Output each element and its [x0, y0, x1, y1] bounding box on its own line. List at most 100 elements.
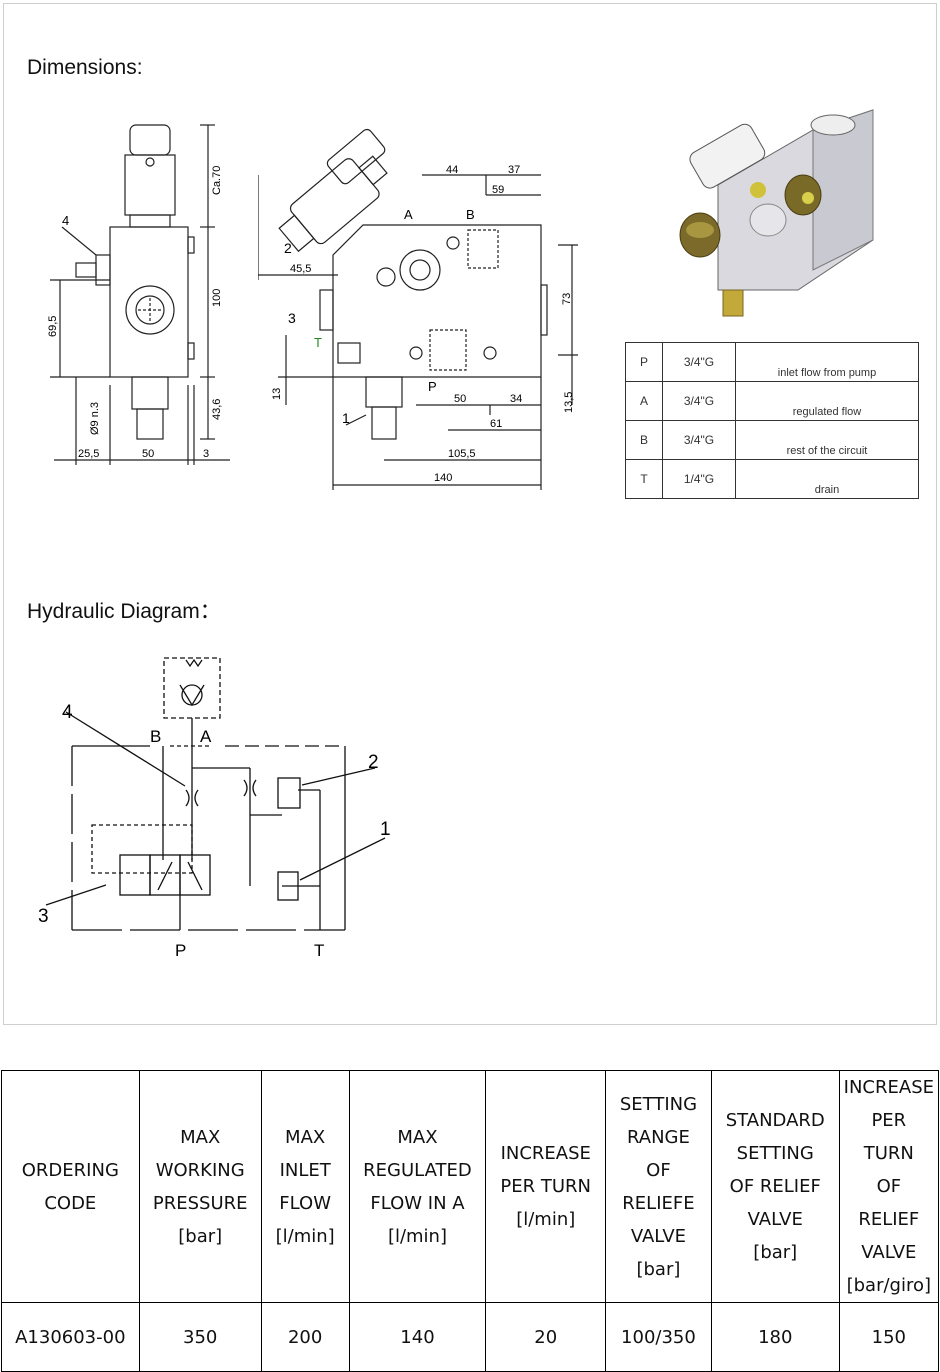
side-label-3: 3 — [203, 448, 209, 460]
dimensions-heading: Dimensions: — [27, 56, 143, 79]
side-label-4: 4 — [62, 213, 69, 228]
hyd-label-4: 4 — [62, 702, 73, 723]
port-description: inlet flow from pump — [735, 342, 919, 382]
header-line: MAX — [397, 1126, 438, 1148]
header-line: [l/min] — [387, 1225, 447, 1247]
header-line: ORDERING — [21, 1159, 119, 1181]
header-line: MAX — [180, 1126, 221, 1148]
header-relief-increase-per-turn: INCREASE PER TURN OF RELIEF VALVE [bar/g… — [838, 1070, 940, 1303]
hyd-label-B: B — [150, 727, 161, 746]
header-ordering-code: ORDERING CODE — [1, 1070, 140, 1303]
side-label-69-5: 69,5 — [47, 316, 59, 337]
header-line: INCREASE — [843, 1077, 934, 1098]
header-max-working-pressure: MAX WORKING PRESSURE [bar] — [138, 1070, 262, 1303]
side-view-drawing: 4 Ca.70 100 69,5 Ø9 n.3 43,6 25,5 50 3 — [47, 124, 230, 465]
header-line: OF — [646, 1159, 671, 1181]
spec-data-row: A130603-00 350 200 140 20 100/350 180 15… — [1, 1302, 940, 1372]
spec-header-row: ORDERING CODE MAX WORKING PRESSURE [bar]… — [1, 1070, 940, 1303]
header-line: PER TURN — [500, 1176, 592, 1197]
port-size: 1/4"G — [662, 459, 736, 499]
header-line: [bar/giro] — [846, 1275, 932, 1296]
header-max-regulated-flow: MAX REGULATED FLOW IN A [l/min] — [348, 1070, 487, 1303]
header-line: CODE — [44, 1192, 97, 1214]
front-label-2: 2 — [284, 240, 292, 256]
front-label-1: 1 — [342, 410, 350, 426]
cell-increase-per-turn: 20 — [485, 1302, 607, 1372]
hyd-label-T: T — [314, 941, 324, 960]
port-name: P — [625, 342, 663, 382]
header-line: WORKING — [155, 1159, 245, 1181]
cell-max-regulated-flow: 140 — [348, 1302, 487, 1372]
specifications-table: ORDERING CODE MAX WORKING PRESSURE [bar]… — [1, 1070, 940, 1372]
side-label-ca70: Ca.70 — [211, 166, 223, 195]
front-label-13-5: 13,5 — [563, 392, 575, 413]
front-label-37: 37 — [508, 164, 520, 176]
port-description: regulated flow — [735, 381, 919, 421]
hydraulic-diagram-heading: Hydraulic Diagram： — [27, 600, 221, 623]
header-line: FLOW — [279, 1192, 331, 1214]
front-label-34: 34 — [510, 393, 522, 405]
front-label-61: 61 — [490, 418, 502, 430]
hyd-label-P: P — [175, 941, 186, 960]
front-label-105-5: 105,5 — [448, 448, 476, 460]
header-increase-per-turn: INCREASE PER TURN [l/min] — [485, 1070, 607, 1303]
front-label-A: A — [404, 207, 413, 222]
header-line: [bar] — [178, 1225, 223, 1247]
front-label-44: 44 — [446, 164, 458, 176]
cell-max-inlet-flow: 200 — [260, 1302, 350, 1372]
front-label-P: P — [428, 379, 437, 394]
header-line: INLET — [279, 1159, 331, 1181]
header-line: VALVE — [747, 1209, 803, 1230]
cell-ordering-code: A130603-00 — [1, 1302, 140, 1372]
header-setting-range: SETTING RANGE OF RELIEFE VALVE [bar] — [605, 1070, 712, 1303]
front-label-59: 59 — [492, 184, 504, 196]
hyd-label-3: 3 — [38, 906, 49, 927]
front-label-T: T — [314, 335, 322, 350]
header-line: VALVE — [630, 1225, 687, 1247]
side-label-50: 50 — [142, 448, 154, 460]
port-row: P 3/4"G inlet flow from pump — [625, 342, 919, 382]
header-line: [bar] — [753, 1242, 798, 1263]
cell-setting-range: 100/350 — [605, 1302, 712, 1372]
header-line: SETTING — [736, 1143, 814, 1164]
front-label-3: 3 — [288, 310, 296, 326]
port-size: 3/4"G — [662, 381, 736, 421]
header-line: PER TURN — [863, 1110, 914, 1164]
header-line: INCREASE — [500, 1143, 591, 1164]
front-label-45-5: 45,5 — [290, 263, 311, 275]
side-label-43-6: 43,6 — [211, 399, 223, 420]
header-line: VALVE — [861, 1242, 917, 1263]
header-line: OF RELIEF — [729, 1176, 821, 1197]
front-label-140: 140 — [434, 472, 452, 484]
port-row: B 3/4"G rest of the circuit — [625, 420, 919, 460]
side-label-25-5: 25,5 — [78, 448, 99, 460]
port-size: 3/4"G — [662, 342, 736, 382]
front-label-B: B — [466, 207, 475, 222]
hydraulic-schematic: B A P T 4 2 1 3 — [38, 657, 391, 960]
header-max-inlet-flow: MAX INLET FLOW [l/min] — [260, 1070, 350, 1303]
header-line: [l/min] — [275, 1225, 335, 1247]
port-row: T 1/4"G drain — [625, 459, 919, 499]
valve-3d-render — [679, 109, 874, 317]
front-view-drawing: 44 37 59 A B 2 45,5 73 3 T 13 P 50 34 13… — [258, 128, 578, 490]
port-description: drain — [735, 459, 919, 499]
port-description: rest of the circuit — [735, 420, 919, 460]
hyd-label-A: A — [200, 727, 212, 746]
header-line: [l/min] — [516, 1209, 576, 1230]
port-name: T — [625, 459, 663, 499]
header-line: SETTING — [619, 1093, 698, 1115]
hyd-label-2: 2 — [368, 752, 379, 773]
header-line: REGULATED — [363, 1159, 472, 1181]
cell-relief-increase-per-turn: 150 — [838, 1302, 940, 1372]
front-label-13: 13 — [271, 388, 283, 400]
side-label-hole: Ø9 n.3 — [89, 402, 101, 435]
header-line: RELIEFE — [622, 1192, 695, 1214]
header-line: [bar] — [636, 1258, 681, 1280]
cell-max-working-pressure: 350 — [138, 1302, 262, 1372]
front-label-50: 50 — [454, 393, 466, 405]
header-line: STANDARD — [725, 1110, 825, 1131]
ports-table: P 3/4"G inlet flow from pump A 3/4"G reg… — [625, 342, 919, 499]
hyd-label-1: 1 — [380, 819, 391, 840]
front-label-73: 73 — [561, 293, 573, 305]
port-size: 3/4"G — [662, 420, 736, 460]
